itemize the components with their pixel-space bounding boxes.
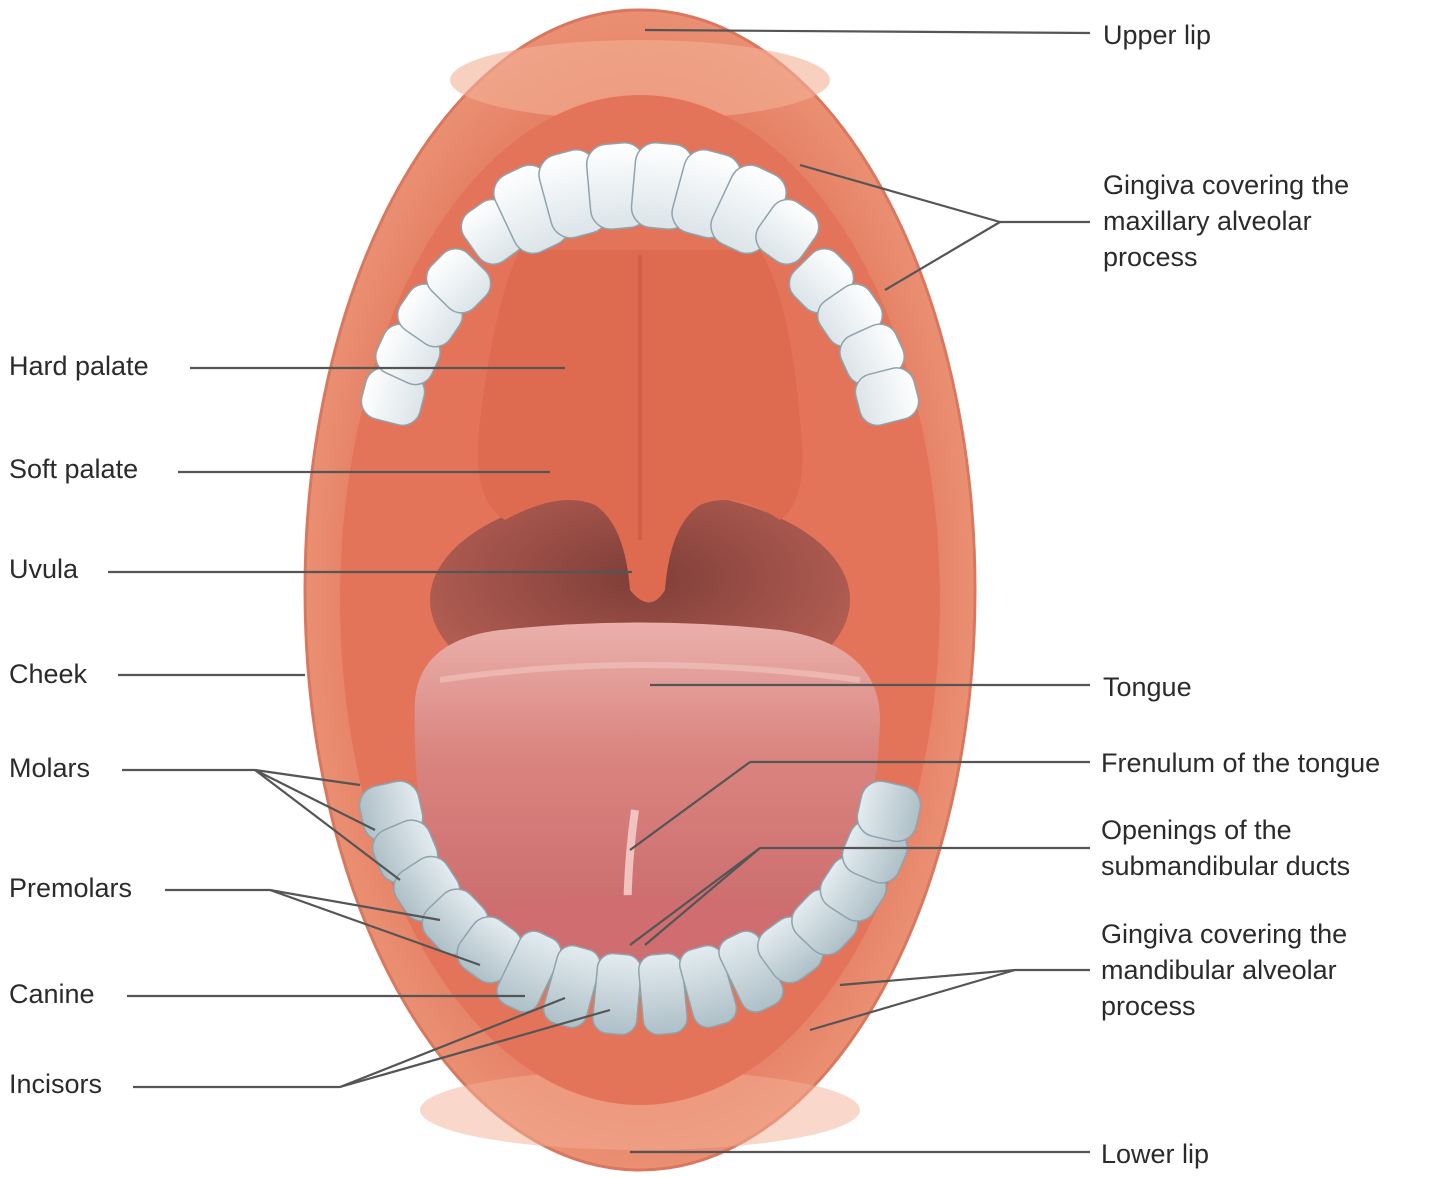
leader-gingiva-mand-1 — [839, 968, 1016, 987]
tongue-shape — [414, 622, 880, 950]
leader-premolars-3 — [269, 888, 481, 967]
label-gingiva-maxillary: Gingiva covering the maxillary alveolar … — [1103, 170, 1350, 272]
label-hard-palate: Hard palate — [9, 351, 149, 381]
lip-highlight-lower — [420, 1070, 860, 1150]
lower-tooth — [496, 930, 562, 1013]
leader-premolars-2 — [269, 888, 441, 922]
leader-frenulum-1 — [629, 761, 751, 851]
label-uvula: Uvula — [9, 554, 79, 584]
leader-incisors-3 — [339, 1008, 611, 1089]
upper-teeth — [360, 142, 920, 427]
label-cheek: Cheek — [9, 659, 88, 689]
label-submandibular-ducts: Openings of the submandibular ducts — [1101, 815, 1351, 881]
label-frenulum: Frenulum of the tongue — [1101, 748, 1381, 778]
lower-tooth — [637, 952, 688, 1036]
label-molars: Molars — [9, 753, 91, 783]
lower-tooth — [856, 780, 922, 843]
leader-molars-3 — [254, 769, 376, 831]
label-incisors: Incisors — [9, 1069, 103, 1099]
lower-tooth — [592, 952, 643, 1036]
label-canine: Canine — [9, 979, 95, 1009]
label-premolars: Premolars — [9, 873, 133, 903]
lower-tooth — [678, 944, 738, 1029]
leader-ducts-1 — [629, 847, 761, 946]
label-lower-lip: Lower lip — [1101, 1139, 1210, 1169]
label-tongue: Tongue — [1103, 672, 1192, 702]
label-soft-palate: Soft palate — [9, 454, 139, 484]
tongue-top-fold — [439, 662, 861, 683]
leader-molars-2 — [254, 768, 361, 787]
lower-teeth — [358, 780, 922, 1036]
leader-gingiva-max-2 — [884, 221, 1001, 291]
leader-gingiva-max-1 — [799, 163, 1001, 224]
upper-tooth — [755, 198, 820, 265]
lip-highlight — [450, 40, 830, 120]
leader-incisors-2 — [339, 996, 566, 1089]
leader-gingiva-mand-2 — [809, 968, 1016, 1032]
upper-tooth — [854, 367, 920, 427]
label-gingiva-mandibular: Gingiva covering the mandibular alveolar… — [1101, 919, 1348, 1021]
leader-upper-lip — [644, 28, 1091, 35]
upper-tooth — [425, 248, 492, 314]
leader-molars-4 — [254, 769, 401, 881]
label-upper-lip: Upper lip — [1103, 20, 1212, 50]
leader-lines — [108, 28, 1091, 1154]
leader-ducts-2 — [644, 847, 761, 946]
